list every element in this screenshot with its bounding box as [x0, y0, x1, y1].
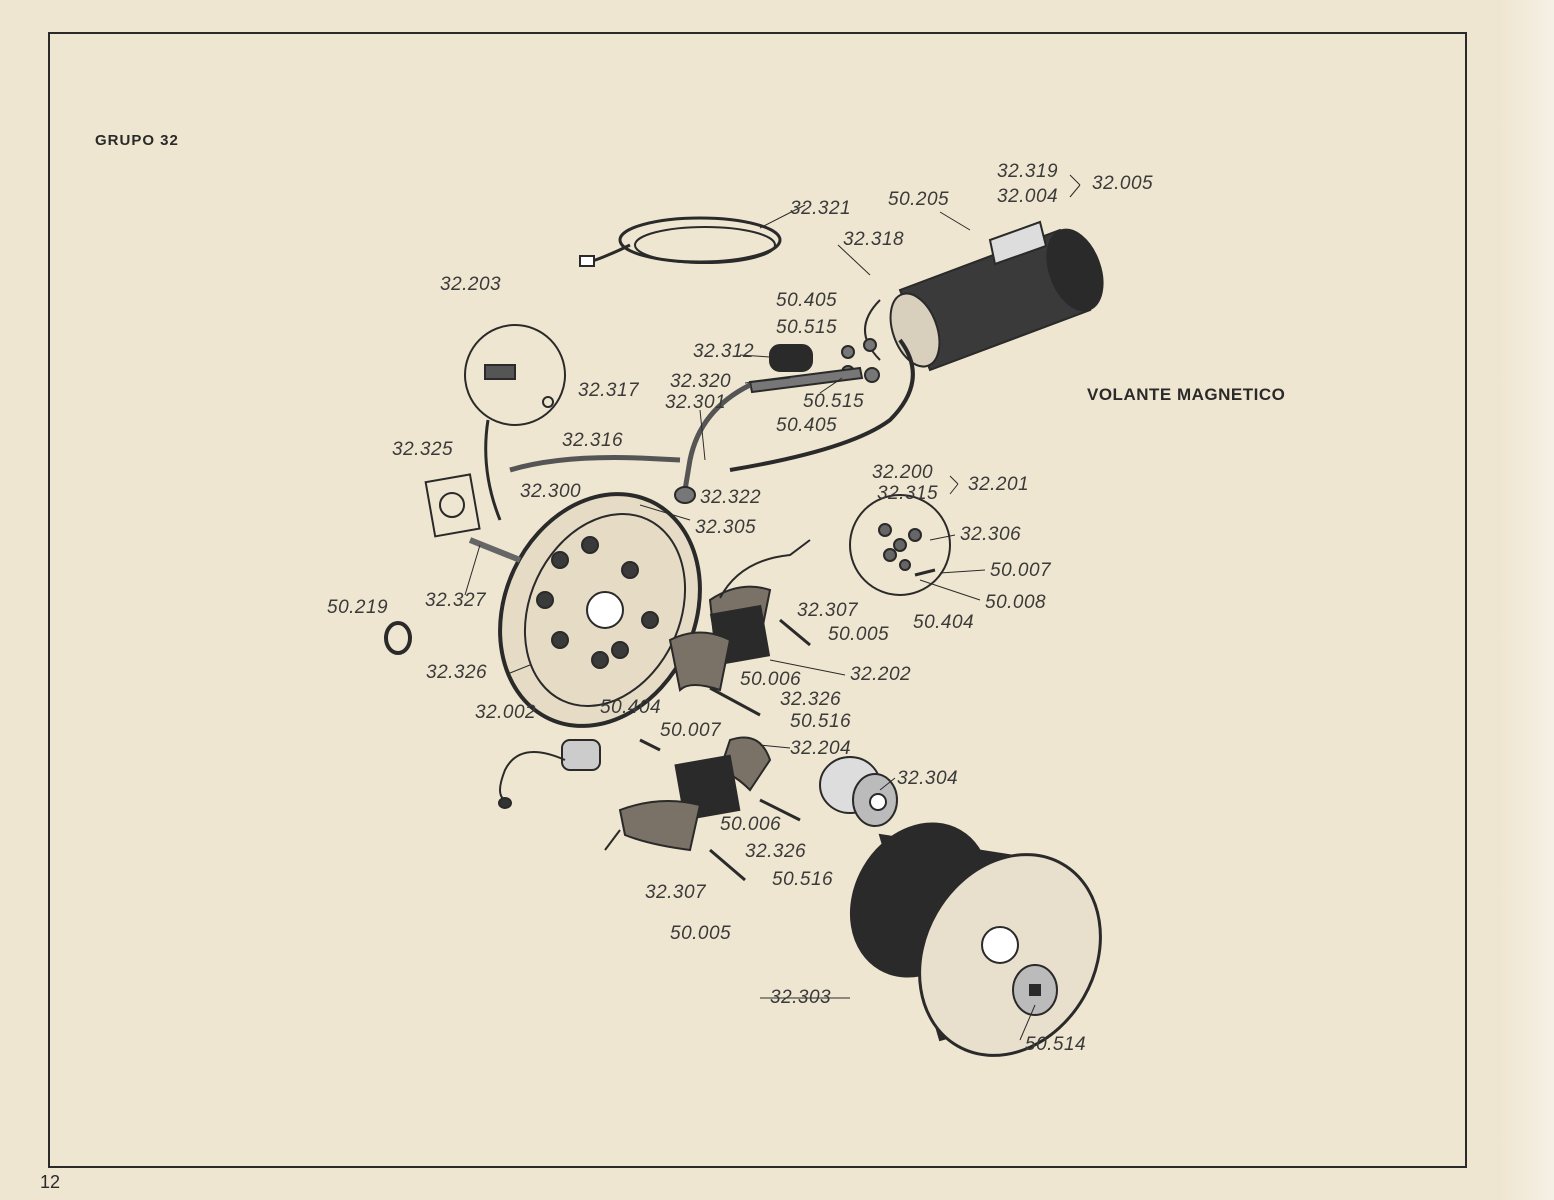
- part-label: 32.316: [562, 430, 624, 451]
- condenser: [498, 739, 601, 809]
- part-label: 50.219: [327, 597, 389, 618]
- part-label: 32.303: [770, 987, 832, 1008]
- part-label: 32.004: [997, 186, 1059, 207]
- part-label: 32.201: [968, 474, 1030, 495]
- gasket: [424, 473, 481, 538]
- detail-circle-32203: [464, 324, 566, 426]
- part-label: 32.204: [790, 738, 852, 759]
- seal-50219: [384, 621, 412, 655]
- sleeve-32312: [769, 344, 813, 372]
- part-label: 32.319: [997, 161, 1059, 182]
- part-label: 32.326: [780, 689, 842, 710]
- part-label: 50.006: [720, 814, 782, 835]
- part-label: 50.006: [740, 669, 802, 690]
- part-label: 32.304: [897, 768, 959, 789]
- part-label: 32.306: [960, 524, 1022, 545]
- detail-circle-32201: [849, 494, 951, 596]
- part-label: 50.205: [888, 189, 950, 210]
- cable-coil: [579, 204, 806, 267]
- part-label: 50.404: [600, 697, 662, 718]
- part-label: 50.005: [828, 624, 890, 645]
- group-title: GRUPO 32: [95, 132, 179, 149]
- part-label: 32.320: [670, 371, 732, 392]
- part-label: 50.516: [790, 711, 852, 732]
- diagram-frame: [48, 32, 1467, 1168]
- part-label: 32.300: [520, 481, 582, 502]
- part-label: 32.307: [797, 600, 859, 621]
- part-label: 50.008: [985, 592, 1047, 613]
- part-label: 50.404: [913, 612, 975, 633]
- part-label: 50.005: [670, 923, 732, 944]
- part-label: 32.307: [645, 882, 707, 903]
- part-label: 32.200: [872, 462, 934, 483]
- part-label: 32.301: [665, 392, 727, 413]
- part-label: 50.515: [803, 391, 865, 412]
- part-label: 50.007: [990, 560, 1052, 581]
- part-label: 32.002: [475, 702, 537, 723]
- part-label: 32.321: [790, 198, 852, 219]
- part-label: 32.326: [745, 841, 807, 862]
- part-label: 32.318: [843, 229, 905, 250]
- part-label: 32.005: [1092, 173, 1154, 194]
- part-label: 32.203: [440, 274, 502, 295]
- hub: [819, 756, 898, 827]
- part-label: 50.405: [776, 290, 838, 311]
- stator-plate: [468, 455, 702, 728]
- part-label: 32.315: [877, 483, 939, 504]
- page-number: 12: [40, 1172, 61, 1192]
- part-label: 32.312: [693, 341, 755, 362]
- part-label: 32.202: [850, 664, 912, 685]
- section-title: VOLANTE MAGNETICO: [1087, 385, 1286, 404]
- flywheel: [849, 822, 1102, 1057]
- part-label: 50.007: [660, 720, 722, 741]
- part-label: 32.305: [695, 517, 757, 538]
- part-label: 50.405: [776, 415, 838, 436]
- part-label: 50.514: [1025, 1034, 1087, 1055]
- part-label: 32.326: [426, 662, 488, 683]
- part-label: 32.325: [392, 439, 454, 460]
- part-label: 32.327: [425, 590, 487, 611]
- part-label: 50.515: [776, 317, 838, 338]
- part-label: 32.322: [700, 487, 762, 508]
- coil-lower: [604, 736, 772, 852]
- coil-upper: [668, 539, 811, 693]
- part-label: 32.317: [578, 380, 640, 401]
- ignition-coil: [729, 220, 1104, 472]
- part-label: 50.516: [772, 869, 834, 890]
- page-spine-shadow: [1500, 0, 1554, 1200]
